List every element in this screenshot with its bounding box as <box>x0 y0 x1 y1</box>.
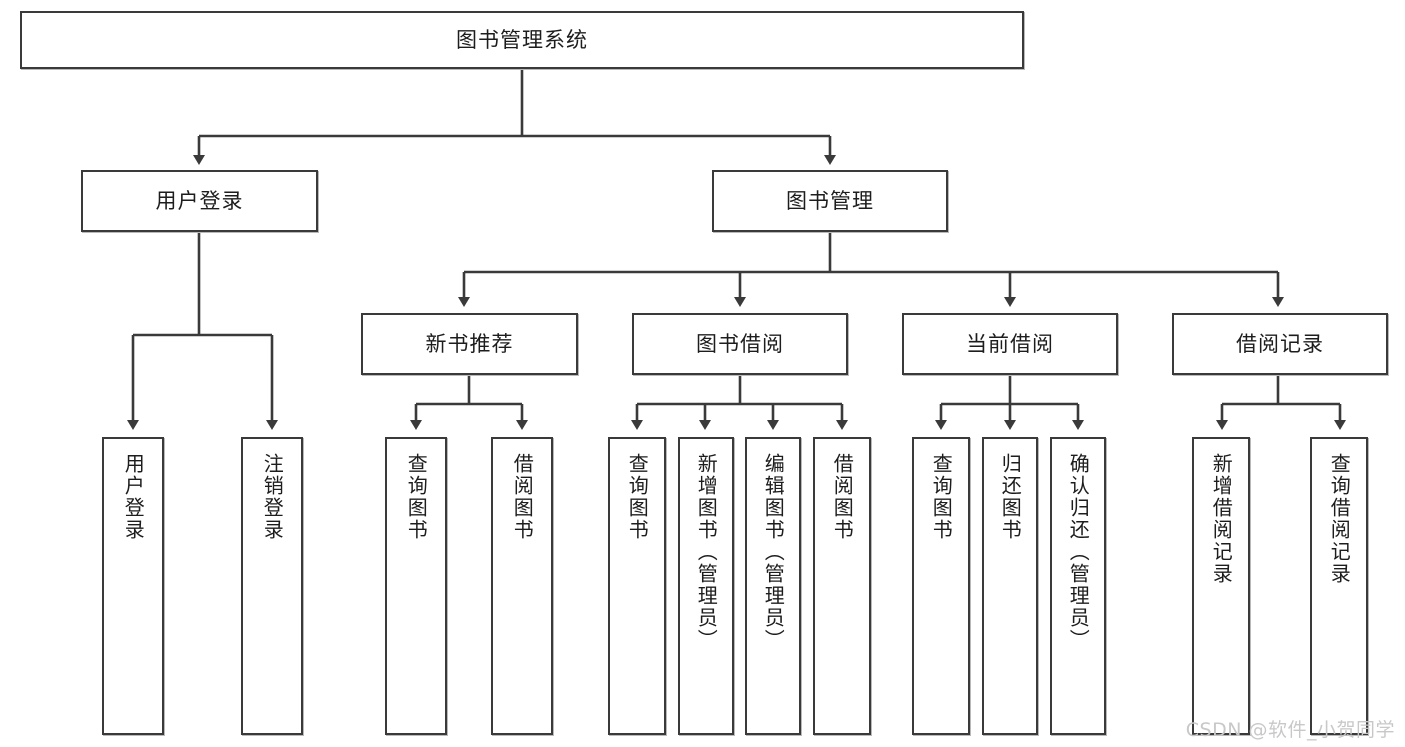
leaf-borrow-book-1-label: 借阅图书 <box>510 453 535 541</box>
leaf-user-login-label: 用户登录 <box>121 453 146 541</box>
leaf-edit-book[interactable]: 编辑图书（管理员） <box>745 437 801 735</box>
node-user-login[interactable]: 用户登录 <box>81 170 318 232</box>
node-book-manage[interactable]: 图书管理 <box>712 170 948 232</box>
leaf-user-logout-label: 注销登录 <box>260 453 285 541</box>
leaf-user-login[interactable]: 用户登录 <box>102 437 164 735</box>
leaf-query-record-label: 查询借阅记录 <box>1327 453 1352 585</box>
leaf-borrow-book-2[interactable]: 借阅图书 <box>813 437 871 735</box>
node-book-borrow[interactable]: 图书借阅 <box>632 313 848 375</box>
leaf-confirm-return-label: 确认归还（管理员） <box>1066 453 1091 651</box>
node-book-manage-label: 图书管理 <box>786 188 874 213</box>
node-root[interactable]: 图书管理系统 <box>20 11 1024 69</box>
node-current-borrow[interactable]: 当前借阅 <box>902 313 1118 375</box>
leaf-query-book-2-label: 查询图书 <box>625 453 650 541</box>
leaf-borrow-book-2-label: 借阅图书 <box>830 453 855 541</box>
leaf-query-book-1-label: 查询图书 <box>404 453 429 541</box>
leaf-confirm-return[interactable]: 确认归还（管理员） <box>1050 437 1106 735</box>
leaf-user-logout[interactable]: 注销登录 <box>241 437 303 735</box>
node-root-label: 图书管理系统 <box>456 27 588 52</box>
node-borrow-record-label: 借阅记录 <box>1236 331 1324 356</box>
node-book-borrow-label: 图书借阅 <box>696 331 784 356</box>
leaf-add-book-label: 新增图书（管理员） <box>694 453 719 651</box>
leaf-edit-book-label: 编辑图书（管理员） <box>761 453 786 651</box>
leaf-query-book-1[interactable]: 查询图书 <box>385 437 447 735</box>
node-current-borrow-label: 当前借阅 <box>966 331 1054 356</box>
node-new-book-recommend-label: 新书推荐 <box>425 331 514 356</box>
leaf-query-book-3[interactable]: 查询图书 <box>912 437 970 735</box>
leaf-query-book-3-label: 查询图书 <box>929 453 954 541</box>
leaf-borrow-book-1[interactable]: 借阅图书 <box>491 437 553 735</box>
node-borrow-record[interactable]: 借阅记录 <box>1172 313 1388 375</box>
leaf-add-record[interactable]: 新增借阅记录 <box>1192 437 1250 735</box>
leaf-return-book-label: 归还图书 <box>998 453 1023 541</box>
leaf-add-book[interactable]: 新增图书（管理员） <box>678 437 734 735</box>
node-user-login-label: 用户登录 <box>155 188 244 213</box>
leaf-query-record[interactable]: 查询借阅记录 <box>1310 437 1368 735</box>
leaf-query-book-2[interactable]: 查询图书 <box>608 437 666 735</box>
leaf-add-record-label: 新增借阅记录 <box>1209 453 1234 585</box>
leaf-return-book[interactable]: 归还图书 <box>982 437 1038 735</box>
node-new-book-recommend[interactable]: 新书推荐 <box>361 313 578 375</box>
